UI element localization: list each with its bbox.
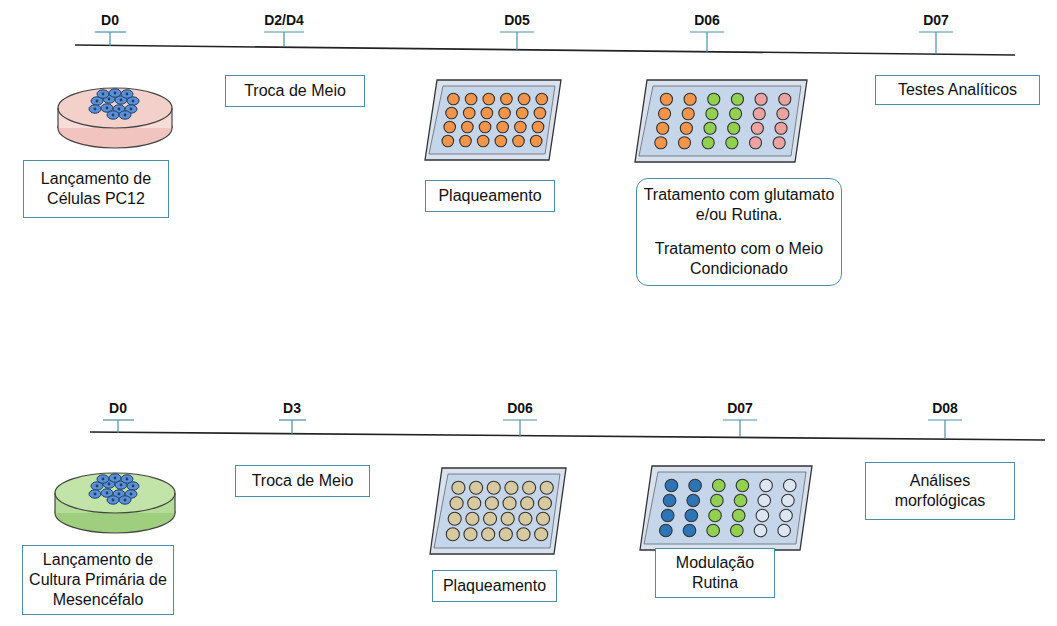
step-text: Tratamento com o Meio Condicionado: [642, 239, 836, 279]
step-box: Troca de Meio: [225, 75, 365, 107]
petri-dish: [58, 88, 172, 148]
day-label: D3: [283, 400, 301, 416]
step-text: Plaqueamento: [443, 576, 546, 596]
step-text: Troca de Meio: [252, 471, 354, 491]
step-box: Troca de Meio: [235, 465, 370, 497]
well-plates: [425, 80, 812, 554]
step-box: Plaqueamento: [432, 570, 557, 602]
step-box: Modulação Rutina: [655, 548, 775, 598]
timeline: [90, 432, 1045, 440]
step-text: Plaqueamento: [438, 186, 541, 206]
step-box: Plaqueamento: [425, 180, 555, 212]
step-box: Análises morfológicas: [865, 462, 1015, 520]
day-label: D0: [101, 12, 119, 28]
step-text: Lançamento de Cultura Primária de Mesenc…: [28, 550, 168, 610]
day-label: D07: [727, 400, 753, 416]
step-text: Testes Analíticos: [898, 80, 1017, 100]
step-text: Tratamento com glutamato e/ou Rutina.: [642, 185, 836, 225]
step-text: Lançamento de Células PC12: [29, 169, 163, 209]
day-label: D05: [504, 12, 530, 28]
step-box: Lançamento de Cultura Primária de Mesenc…: [22, 545, 174, 615]
timeline: [75, 45, 1015, 55]
tick-marks: [95, 32, 962, 439]
day-label: D0: [109, 400, 127, 416]
petri-dish: [55, 473, 175, 533]
day-label: D08: [932, 400, 958, 416]
day-label: D06: [694, 12, 720, 28]
day-label: D07: [923, 12, 949, 28]
step-text: Troca de Meio: [244, 81, 346, 101]
step-box: Lançamento de Células PC12: [23, 160, 169, 218]
day-label: D2/D4: [264, 12, 304, 28]
step-box: Testes Analíticos: [875, 75, 1040, 105]
step-text: Análises morfológicas: [871, 471, 1009, 511]
day-label: D06: [507, 400, 533, 416]
step-text: Modulação Rutina: [661, 553, 769, 593]
step-box: Tratamento com glutamato e/ou Rutina. Tra…: [636, 178, 842, 286]
